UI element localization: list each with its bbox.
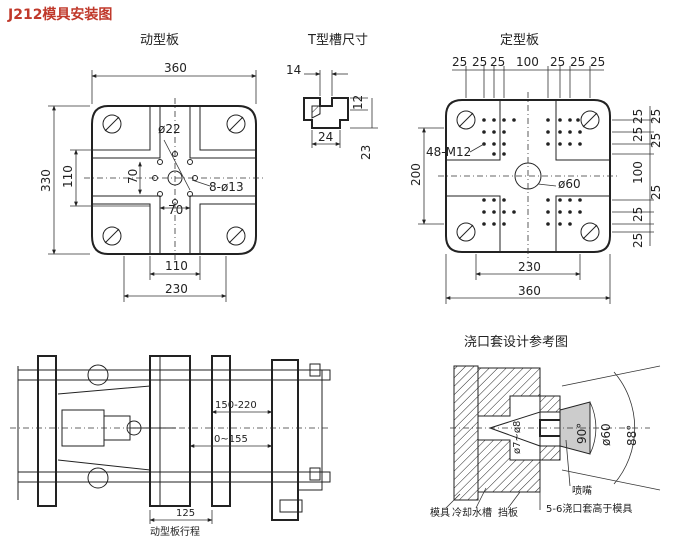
fixed-right-dim: 25	[649, 109, 663, 124]
fixed-right-dim: 25	[631, 207, 645, 222]
rear-platen	[37, 355, 57, 507]
tslot-dim-23: 23	[359, 145, 373, 160]
fixed-top-dim: 25	[550, 55, 565, 69]
m12-label: 48-M12	[426, 145, 471, 159]
fixed-top-dim: 25	[472, 55, 487, 69]
fixed-right-dim: 100	[631, 161, 645, 184]
dim-110-v: 110	[61, 165, 75, 188]
dim-70-v: 70	[126, 169, 140, 184]
plate-label: 挡板	[498, 506, 518, 519]
nozzle-label: 喷嘴	[572, 485, 592, 497]
gap-label: 5-6浇口套高于模具	[546, 502, 632, 515]
sprue-detail	[450, 365, 661, 501]
mould-label: 模具	[430, 507, 450, 519]
corner-hole	[226, 226, 246, 246]
sprue-angle-90: 90°	[575, 423, 589, 444]
ejector-holes	[152, 151, 198, 205]
corner-hole	[456, 222, 476, 242]
tslot-dim-12: 12	[351, 95, 365, 110]
fixed-top-dim: 25	[570, 55, 585, 69]
dim-110-h: 110	[165, 259, 188, 273]
fixed-right-dim: 25	[649, 133, 663, 148]
sprue-heading: 浇口套设计参考图	[464, 334, 568, 350]
fixed-right-dim: 25	[649, 185, 663, 200]
dim-360: 360	[164, 61, 187, 75]
fixed-top-dim-ticks	[465, 66, 591, 98]
dim-d22: ø22	[158, 122, 181, 136]
fixed-dim-d60: ø60	[558, 177, 581, 191]
fixed-dim-360: 360	[518, 284, 541, 298]
corner-hole	[226, 114, 246, 134]
dim-230: 230	[165, 282, 188, 296]
tslot-dim-24: 24	[318, 130, 333, 144]
t-slot-profile	[303, 97, 349, 129]
dim-0-155: 0~155	[214, 434, 248, 445]
fixed-platen	[438, 92, 618, 262]
corner-hole	[456, 110, 476, 130]
t-slot-heading: T型槽尺寸	[307, 33, 368, 48]
dim-150-220: 150-220	[215, 400, 257, 411]
corner-hole	[102, 226, 122, 246]
fixed-platen-side	[271, 359, 299, 521]
moving-platen-heading: 动型板	[140, 33, 179, 48]
moving-platen-side	[149, 355, 191, 507]
dim-125: 125	[176, 508, 195, 519]
fixed-dim-230: 230	[518, 260, 541, 274]
fixed-platen-heading: 定型板	[500, 33, 539, 48]
fixed-right-dim: 25	[631, 109, 645, 124]
fixed-top-dim: 25	[452, 55, 467, 69]
cooling-label: 冷却水槽	[452, 506, 492, 519]
fixed-right-dim: 25	[631, 233, 645, 248]
fixed-top-dim: 100	[516, 55, 539, 69]
fixed-dim-200: 200	[409, 163, 423, 186]
drawing-title: J212模具安装图	[7, 6, 112, 23]
dim-330: 330	[39, 169, 53, 192]
fixed-top-dim: 25	[490, 55, 505, 69]
dim-70-h: 70	[168, 203, 183, 217]
travel-label: 动型板行程	[150, 525, 200, 538]
m12-holes	[482, 118, 582, 226]
holes-8-d13: 8-ø13	[209, 180, 244, 194]
machine-side-view	[10, 355, 331, 521]
tslot-dim-14: 14	[286, 63, 301, 77]
fixed-right-dim: 25	[631, 127, 645, 142]
fixed-top-dim: 25	[590, 55, 605, 69]
sprue-dim-d7-8: ø7~ø8	[512, 421, 523, 454]
sprue-dim-d60: ø60	[599, 423, 613, 446]
corner-hole	[580, 110, 600, 130]
sprue-angle-88: 88°	[625, 425, 639, 446]
corner-hole	[102, 114, 122, 134]
corner-hole	[580, 222, 600, 242]
